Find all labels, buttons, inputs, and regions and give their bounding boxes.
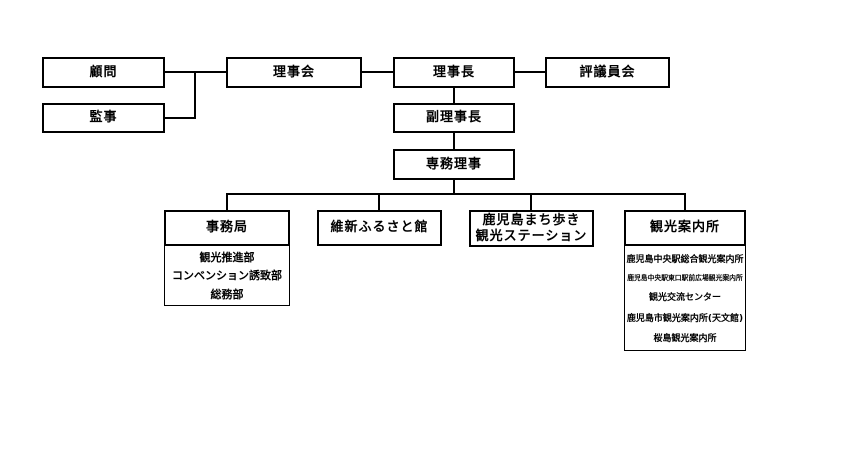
connector-drop-machiaruki [530,193,532,210]
department-item: コンベンション誘致部 [172,269,282,283]
connector-chairman-vicechairman [453,88,455,103]
connector-board-chairman [362,71,393,73]
connector-vicechairman-executivedirector [453,133,455,149]
org-node-auditor: 監事 [42,103,165,133]
org-node-executive-director: 専務理事 [393,149,515,180]
org-node-vice-chairman: 副理事長 [393,103,515,133]
office-item: 桜島観光案内所 [653,334,717,345]
org-node-advisor: 顧問 [42,57,165,88]
secretariat-department-list: 観光推進部 コンベンション誘致部 総務部 [164,246,290,306]
connector-distributor [226,193,686,195]
office-item: 鹿児島市観光案内所(天文館) [626,313,744,324]
org-node-machiaruki-station: 鹿児島まち歩き 観光ステーション [469,210,594,247]
connector-drop-secretariat [226,193,228,210]
connector-drop-touristinfo [684,193,686,210]
org-node-council: 評議員会 [545,57,670,88]
office-item: 鹿児島中央駅東口駅前広場観光案内所 [627,274,743,283]
org-node-tourist-information: 観光案内所 [624,210,746,246]
connector-chairman-council [515,71,545,73]
department-item: 観光推進部 [199,251,255,265]
connector-advisor-auditor-vertical [194,71,196,119]
connector-executivedirector-drop [453,180,455,195]
connector-drop-ishin [378,193,380,210]
org-node-chairman: 理事長 [393,57,515,88]
org-node-board-of-directors: 理事会 [226,57,362,88]
tourist-information-office-list: 鹿児島中央駅総合観光案内所 鹿児島中央駅東口駅前広場観光案内所 観光交流センター… [624,246,746,351]
connector-auditor-horizontal [165,117,196,119]
org-node-secretariat: 事務局 [164,210,290,246]
department-item: 総務部 [210,287,244,301]
org-node-ishin-furusatokan: 維新ふるさと館 [317,210,442,246]
office-item: 鹿児島中央駅総合観光案内所 [626,254,744,265]
office-item: 観光交流センター [648,292,721,303]
